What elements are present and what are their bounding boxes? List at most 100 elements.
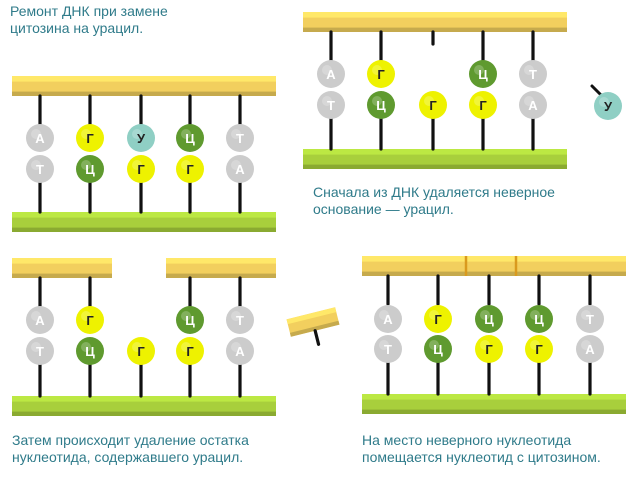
panel-2-bottom-base-5: А (519, 91, 547, 119)
panel-1-bottom-base-2-label: Ц (85, 162, 95, 177)
panel-3-bottom-base-4-label: Г (186, 344, 194, 359)
caption-step-3-line-2: помещается нуклеотид с цитозином. (362, 449, 601, 465)
panel-1-top-base-5: Т (226, 124, 254, 152)
caption-step-1-line-1: Сначала из ДНК удаляется неверное (313, 184, 555, 200)
panel-1-bottom-base-5-label: А (235, 162, 245, 177)
panel-2-top-base-4: Ц (469, 60, 497, 88)
panel-4-top-strand (362, 256, 626, 276)
panel-3-bottom-base-2-label: Ц (85, 344, 95, 359)
panel-1-bottom-base-1-label: Т (36, 162, 44, 177)
panel-1-top-base-4: Ц (176, 124, 204, 152)
panel-1-bottom-base-4: Г (176, 155, 204, 183)
panel-2-bottom-base-1: Т (317, 91, 345, 119)
panel-3-top-base-4-label: Ц (185, 313, 195, 328)
panel-2-bottom-base-4: Г (469, 91, 497, 119)
panel-1-bottom-base-1: Т (26, 155, 54, 183)
panel-1-bottom-base-4-label: Г (186, 162, 194, 177)
removed-nucleotide-fragment (286, 307, 340, 346)
panel-1-top-base-4-label: Ц (185, 131, 195, 146)
panel-3-top-base-4: Ц (176, 306, 204, 334)
panel-2-bottom-base-5-label: А (528, 98, 538, 113)
caption-step-2-line-1: Затем происходит удаление остатка (12, 432, 249, 448)
panel-4-bottom-strand (362, 394, 626, 414)
panel-2-top-base-2-label: Г (377, 67, 385, 82)
panel-3-bottom-base-3-label: Г (137, 344, 145, 359)
panel-3-top-base-1: А (26, 306, 54, 334)
panel-1-top-base-2-label: Г (86, 131, 94, 146)
panel-2-bottom-base-3: Г (419, 91, 447, 119)
panel-1-top-base-5-label: Т (236, 131, 244, 146)
panel-3-top-base-5: Т (226, 306, 254, 334)
panel-3-top-base-1-label: А (35, 313, 45, 328)
panel-1-top-base-3: У (127, 124, 155, 152)
panel-2-bottom-base-2: Ц (367, 91, 395, 119)
panel-4-bottom-base-1-label: Т (384, 342, 392, 357)
panel-4-top-base-2-label: Г (434, 312, 442, 327)
panel-3-top-strand-right (166, 258, 276, 278)
panel-3-bottom-base-4: Г (176, 337, 204, 365)
caption-step-3-line-1: На место неверного нуклеотида (362, 432, 572, 448)
panel-1-bottom-base-2: Ц (76, 155, 104, 183)
panel-3-bottom-base-1: Т (26, 337, 54, 365)
panel-3-bottom-base-2: Ц (76, 337, 104, 365)
panel-3-top-strand-left (12, 258, 112, 278)
panel-3-bottom-base-5: А (226, 337, 254, 365)
panel-4-bottom-base-1: Т (374, 335, 402, 363)
panel-4-top-base-3: Ц (475, 305, 503, 333)
panel-2-top-strand (303, 12, 567, 32)
panel-4-bottom-base-3: Г (475, 335, 503, 363)
panel-2-bottom-strand (303, 149, 567, 169)
panel-3-bottom-base-3: Г (127, 337, 155, 365)
detached-uracil-base-label: У (604, 99, 613, 114)
panel-2-top-base-5: Т (519, 60, 547, 88)
panel-1-top-base-1: А (26, 124, 54, 152)
panel-2-bottom-base-3-label: Г (429, 98, 437, 113)
panel-4-bottom-base-4-label: Г (535, 342, 543, 357)
diagram-title: Ремонт ДНК при замене цитозина на урацил… (10, 3, 168, 37)
panel-2-top-base-1: А (317, 60, 345, 88)
panel-3-bottom-base-1-label: Т (36, 344, 44, 359)
caption-step-2: Затем происходит удаление остатка нуклео… (12, 432, 249, 466)
panel-4-top-base-1-label: А (383, 312, 393, 327)
caption-step-2-line-2: нуклеотида, содержавшего урацил. (12, 449, 244, 465)
panel-4-bottom-base-4: Г (525, 335, 553, 363)
panel-1-bottom-strand (12, 212, 276, 232)
panel-4-bottom-base-5-label: А (585, 342, 595, 357)
panel-3-top-base-2: Г (76, 306, 104, 334)
detached-uracil-stick (590, 84, 603, 97)
panel-4-top-base-4-label: Ц (534, 312, 544, 327)
panel-4-top-base-4: Ц (525, 305, 553, 333)
panel-4-top-base-2: Г (424, 305, 452, 333)
panel-3-top-base-2-label: Г (86, 313, 94, 328)
panel-4-bottom-base-3-label: Г (485, 342, 493, 357)
panel-4-top-base-1: А (374, 305, 402, 333)
panel-3-bottom-base-5-label: А (235, 344, 245, 359)
panel-4-bottom-base-2: Ц (424, 335, 452, 363)
caption-step-1: Сначала из ДНК удаляется неверное основа… (313, 184, 555, 218)
panel-2-top-base-5-label: Т (529, 67, 537, 82)
panel-2-top-base-2: Г (367, 60, 395, 88)
caption-step-3: На место неверного нуклеотида помещается… (362, 432, 601, 466)
panel-1-bottom-base-3-label: Г (137, 162, 145, 177)
title-line-1: Ремонт ДНК при замене (10, 3, 168, 19)
panel-4-bottom-base-2-label: Ц (433, 342, 443, 357)
panel-1-bottom-base-3: Г (127, 155, 155, 183)
panel-2-bottom-base-1-label: Т (327, 98, 335, 113)
panel-4-top-base-5-label: Т (586, 312, 594, 327)
title-line-2: цитозина на урацил. (10, 20, 144, 36)
detached-uracil-base: У (594, 92, 622, 120)
panel-4-top-base-3-label: Ц (484, 312, 494, 327)
panel-1-top-base-2: Г (76, 124, 104, 152)
panel-2-bottom-base-4-label: Г (479, 98, 487, 113)
caption-step-1-line-2: основание — урацил. (313, 201, 454, 217)
panel-1-top-base-3-label: У (137, 131, 146, 146)
panel-1-top-base-1-label: А (35, 131, 45, 146)
panel-4-top-base-5: Т (576, 305, 604, 333)
panel-4-bottom-base-5: А (576, 335, 604, 363)
panel-2-top-base-4-label: Ц (478, 67, 488, 82)
panel-3-top-base-5-label: Т (236, 313, 244, 328)
panel-1-bottom-base-5: А (226, 155, 254, 183)
panel-2-top-base-1-label: А (326, 67, 336, 82)
